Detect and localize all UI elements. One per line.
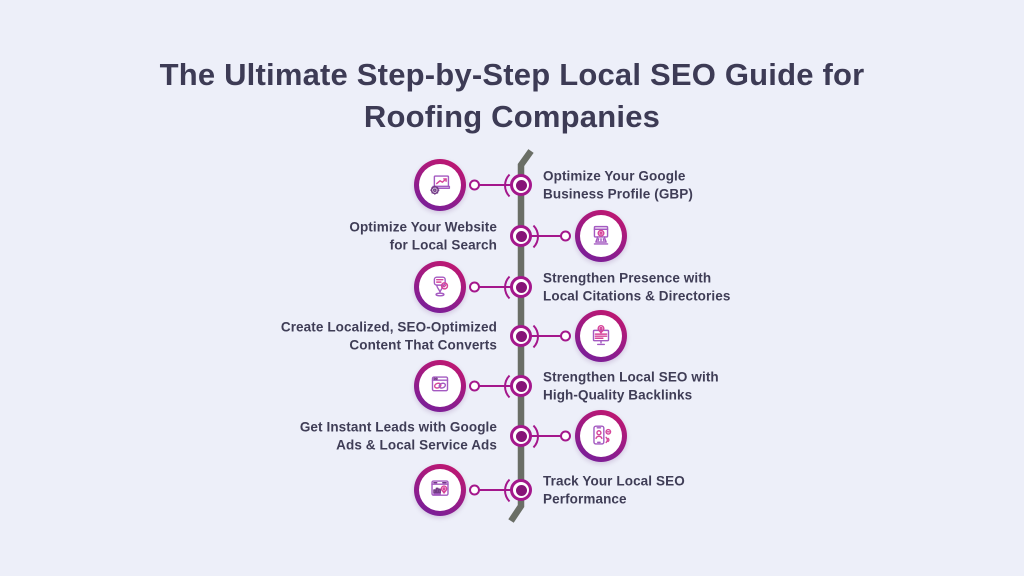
step-label: Optimize Your Google Business Profile (G… — [543, 168, 803, 203]
step-label-line1: Optimize Your Google — [543, 168, 686, 184]
step-icon-circle — [575, 410, 627, 462]
timeline-node — [510, 419, 539, 453]
step-label: Strengthen Local SEO with High-Quality B… — [543, 369, 803, 404]
page-title-line2: Roofing Companies — [363, 99, 661, 134]
page-title: The Ultimate Step-by-Step Local SEO Guid… — [0, 54, 1024, 138]
step-label-line2: for Local Search — [389, 237, 497, 252]
connector-line — [529, 434, 562, 438]
track-performance-icon — [419, 469, 461, 511]
step-icon-circle — [575, 210, 627, 262]
step-label-line1: Strengthen Presence with — [543, 270, 712, 286]
step-label-line1: Optimize Your Website — [349, 219, 497, 235]
website-local-search-icon — [580, 215, 622, 257]
step-label: Track Your Local SEO Performance — [543, 473, 803, 508]
step-label-line2: Performance — [543, 491, 627, 506]
step-label-line2: Local Citations & Directories — [543, 288, 731, 303]
connector-line — [479, 488, 512, 492]
step-label-line1: Track Your Local SEO — [543, 473, 685, 489]
step-label-line2: Content That Converts — [349, 337, 497, 352]
step-label: Get Instant Leads with Google Ads & Loca… — [217, 419, 497, 454]
step-label-line2: High-Quality Backlinks — [543, 387, 693, 402]
step-icon-circle — [414, 159, 466, 211]
connector-line — [479, 384, 512, 388]
localized-content-icon — [580, 315, 622, 357]
step-label: Optimize Your Website for Local Search — [217, 219, 497, 254]
timeline-node — [510, 219, 539, 253]
step-icon-circle — [414, 261, 466, 313]
timeline-node — [503, 168, 532, 202]
connector-line — [479, 285, 512, 289]
step-label-line2: Business Profile (GBP) — [543, 186, 693, 201]
timeline-node — [503, 369, 532, 403]
citations-directories-icon — [419, 266, 461, 308]
step-label-line2: Ads & Local Service Ads — [336, 437, 497, 452]
timeline-node — [503, 270, 532, 304]
google-ads-icon — [580, 415, 622, 457]
backlinks-icon — [419, 365, 461, 407]
step-icon-circle — [414, 464, 466, 516]
page-title-line1: The Ultimate Step-by-Step Local SEO Guid… — [159, 57, 865, 92]
step-label-line1: Get Instant Leads with Google — [299, 419, 497, 435]
connector-line — [529, 234, 562, 238]
connector-line — [479, 183, 512, 187]
step-icon-circle — [575, 310, 627, 362]
connector-line — [529, 334, 562, 338]
gbp-optimize-icon — [419, 164, 461, 206]
step-label-line1: Create Localized, SEO-Optimized — [280, 319, 497, 335]
step-label: Strengthen Presence with Local Citations… — [543, 270, 803, 305]
timeline-node — [510, 319, 539, 353]
step-label: Create Localized, SEO-Optimized Content … — [217, 319, 497, 354]
step-label-line1: Strengthen Local SEO with — [543, 369, 719, 385]
step-icon-circle — [414, 360, 466, 412]
timeline-node — [503, 473, 532, 507]
